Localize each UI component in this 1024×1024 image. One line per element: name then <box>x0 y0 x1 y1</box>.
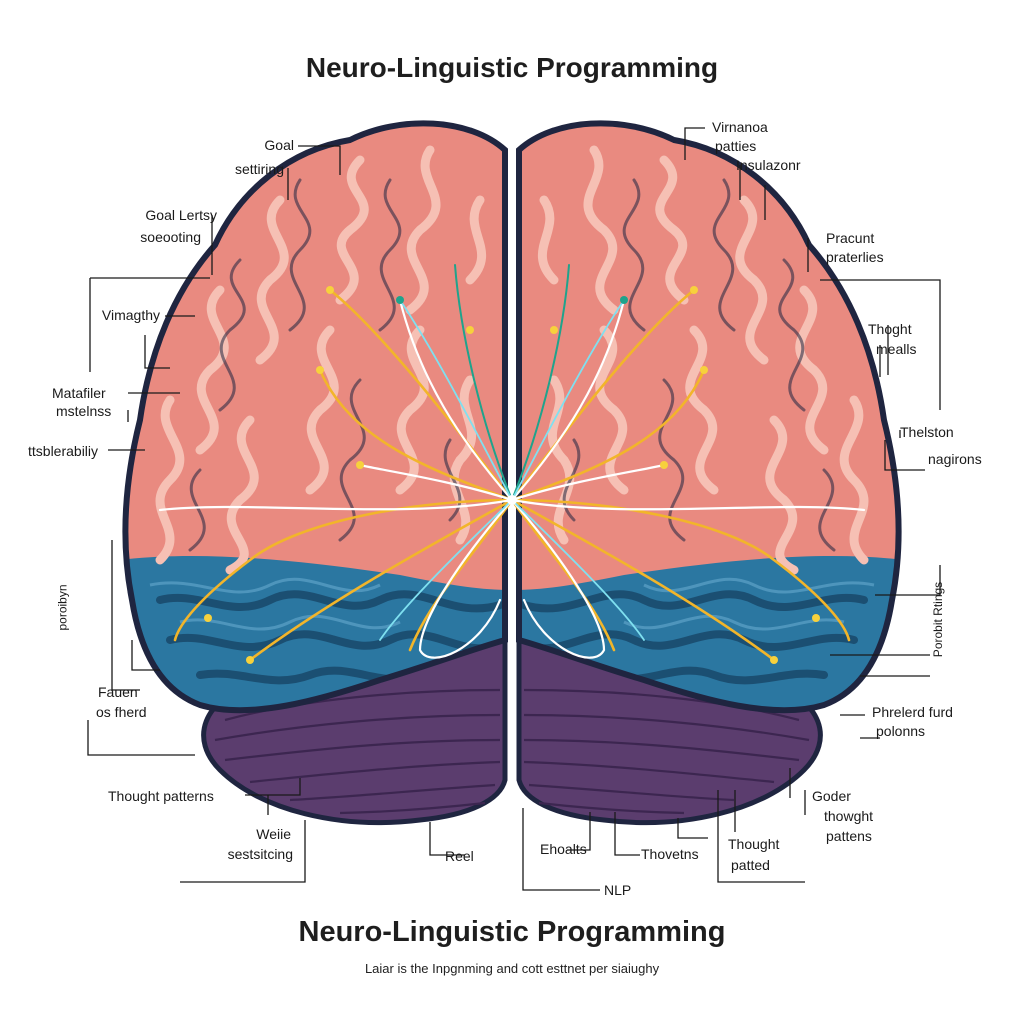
label-phrelerd-line1: Phrelerd furd <box>872 704 953 720</box>
label-reel: Reel <box>445 848 474 864</box>
label-thought-mealls-line2: mealls <box>876 341 917 357</box>
leader-lines <box>87 127 941 891</box>
label-weiie-line1: Weiie <box>256 826 291 842</box>
label-thought-patted-line1: Thought <box>728 836 780 852</box>
label-pracunt-line2: praterlies <box>826 249 884 265</box>
label-phrelerd-line2: polonns <box>876 723 926 739</box>
label-ehoalts: Ehoalts <box>540 841 587 857</box>
label-matafiler-line2: mstelnss <box>56 403 112 419</box>
neural-fibers <box>158 264 866 664</box>
label-pracunt-line1: Pracunt <box>826 230 875 246</box>
right-hemisphere <box>516 120 902 714</box>
label-matafiler-line1: Matafiler <box>52 385 106 401</box>
label-thought-patted-line2: patted <box>731 857 770 873</box>
label-thelston-line1: Thelston <box>900 424 954 440</box>
label-goder-line2: thowght <box>824 808 874 824</box>
label-thought-mealls-line1: Thoght <box>868 321 912 337</box>
label-virnanoa-line2: patties <box>715 138 757 154</box>
label-thelston-line2: nagirons <box>928 451 982 467</box>
label-ttsblerably: ttsblerabiliy <box>28 443 99 459</box>
label-porobit: Porobit Rtings <box>931 581 946 658</box>
label-goder-line1: Goder <box>812 788 851 804</box>
label-virnanoa-line1: Virnanoa <box>712 119 768 135</box>
label-fauen-line2: os fherd <box>96 704 147 720</box>
label-weiie-line2: sestsitcing <box>227 846 293 862</box>
label-fauen-line1: Fauen <box>98 684 138 700</box>
label-vimagthy: Vimagthy <box>101 307 160 323</box>
label-thovetns: Thovetns <box>641 846 699 862</box>
label-goal-lertsy-line1: Goal Lertsy <box>145 207 217 223</box>
label-goal-lertsy-line2: soeooting <box>140 229 201 245</box>
caption-text: Laiar is the Inpgnming and cott esttnet … <box>364 961 660 976</box>
label-nlp: NLP <box>604 882 632 898</box>
label-thought-patterns-left: Thought patterns <box>108 788 214 804</box>
diagram-subtitle-title: Neuro-Linguistic Programming <box>298 916 726 948</box>
diagram-title: Neuro-Linguistic Programming <box>305 52 719 83</box>
label-goal-setting-line2: settiring <box>234 161 284 177</box>
label-goal-setting-line1: Goal <box>264 137 294 153</box>
label-insulazonr: Insulazonr <box>736 157 801 173</box>
label-poroibyn: poroibyn <box>55 584 70 631</box>
label-goder-line3: pattens <box>826 828 872 844</box>
